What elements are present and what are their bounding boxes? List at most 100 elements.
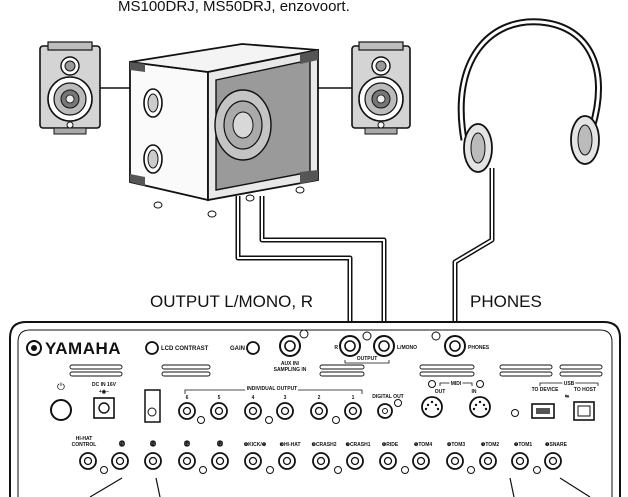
individual-output-2-jack[interactable] — [310, 402, 328, 420]
yamaha-logo: YAMAHA — [26, 339, 121, 358]
pad-15-label: ⓯ — [119, 440, 125, 448]
individual-output-6-jack[interactable] — [178, 402, 196, 420]
midi-out-port[interactable] — [421, 396, 443, 418]
screw-icon — [332, 416, 340, 424]
svg-text:2: 2 — [318, 395, 321, 401]
svg-text:4: 4 — [252, 395, 255, 401]
svg-text:3: 3 — [284, 395, 287, 401]
lcd-contrast-label: LCD CONTRAST — [161, 346, 209, 352]
screw-icon — [431, 331, 441, 341]
power-icon: ⏻ — [57, 382, 65, 393]
screw-icon — [100, 466, 108, 474]
gain-knob[interactable] — [246, 341, 260, 355]
lcd-contrast-knob[interactable] — [145, 341, 159, 355]
dc-in-jack[interactable] — [93, 397, 115, 419]
headphones-icon — [457, 18, 602, 173]
gain-label: GAIN — [230, 346, 245, 352]
screw-icon — [511, 409, 519, 417]
pad-tom3-jack[interactable] — [446, 452, 464, 470]
pad-15-jack[interactable] — [111, 452, 129, 470]
screw-icon — [199, 466, 207, 474]
pad-crash2-label: ❽CRASH2 — [311, 442, 336, 448]
pad-14-label: ⓮ — [150, 440, 156, 448]
pad-tom4-jack[interactable] — [412, 452, 430, 470]
output-l-mono-jack[interactable] — [373, 335, 395, 357]
individual-output-4-jack[interactable] — [244, 402, 262, 420]
screw-icon — [476, 380, 484, 388]
usb-to-device-label: TO DEVICE — [532, 387, 560, 393]
screw-icon — [265, 416, 273, 424]
midi-in-port[interactable] — [469, 396, 491, 418]
output-r-jack[interactable] — [339, 335, 361, 357]
screw-icon — [334, 466, 342, 474]
pad-kick-jack[interactable] — [244, 452, 262, 470]
output-l-label: L/MONO — [397, 345, 417, 351]
svg-text:YAMAHA: YAMAHA — [45, 339, 121, 358]
pad-12-label: ⓬ — [217, 440, 223, 448]
aux-in-label-2: SAMPLING IN — [274, 367, 307, 373]
midi-out-label: OUT — [435, 389, 446, 395]
pad-snare-jack[interactable] — [544, 452, 562, 470]
pad-kick-label: ❻KICK/❶ — [244, 442, 267, 448]
hihat-control-label: HI-HAT — [76, 436, 93, 442]
individual-output-5-jack[interactable] — [210, 402, 228, 420]
pad-tom3-label: ❹TOM3 — [447, 442, 466, 448]
individual-output-1-jack[interactable] — [344, 402, 362, 420]
digital-out-label: DIGITAL OUT — [372, 394, 403, 400]
screw-icon — [197, 416, 205, 424]
right-satellite-speaker-icon — [351, 41, 411, 135]
left-satellite-speaker-icon — [39, 41, 101, 135]
phones-jack[interactable] — [444, 335, 466, 357]
output-label: OUTPUT L/MONO, R — [150, 292, 313, 311]
usb-to-host-port[interactable] — [573, 401, 595, 421]
pad-tom2-label: ❸TOM2 — [481, 442, 500, 448]
aux-in-label: AUX IN/ — [281, 361, 300, 367]
pad-tom4-label: ❺TOM4 — [414, 442, 433, 448]
pad-tom1-jack[interactable] — [511, 452, 529, 470]
pad-crash1-label: ❼CRASH1 — [345, 442, 370, 448]
subwoofer-icon — [129, 43, 319, 218]
screw-icon — [467, 466, 475, 474]
individual-output-3-jack[interactable] — [276, 402, 294, 420]
aux-in-jack[interactable] — [279, 329, 309, 357]
pad-13-jack[interactable] — [178, 452, 196, 470]
pad-12-jack[interactable] — [211, 452, 229, 470]
pad-hihat-jack[interactable] — [278, 452, 296, 470]
hihat-control-label-2: CONTROL — [72, 442, 97, 448]
midi-label: MIDI — [451, 381, 462, 387]
dc-in-label: DC IN 16V — [92, 382, 117, 388]
screw-icon — [394, 399, 402, 407]
usb-icon: ⇆ — [565, 393, 570, 400]
midi-in-label: IN — [472, 389, 477, 395]
pad-hihat-label: ❾HI-HAT — [279, 442, 300, 448]
phones-label: PHONES — [470, 292, 542, 311]
pad-tom1-label: ❷TOM1 — [514, 442, 533, 448]
output-r-label: R — [334, 345, 338, 351]
pad-ride-jack[interactable] — [379, 452, 397, 470]
individual-output-jacks: 6 5 4 3 2 1 — [186, 395, 355, 401]
dc-in-polarity: +◉− — [99, 389, 109, 395]
pad-snare-label: ❶SNARE — [545, 442, 568, 448]
screw-icon — [533, 466, 541, 474]
cable-hook — [144, 389, 161, 423]
pad-crash1-jack[interactable] — [346, 452, 364, 470]
digital-out-jack[interactable] — [377, 403, 393, 419]
pad-14-jack[interactable] — [144, 452, 162, 470]
hihat-control-jack[interactable] — [79, 452, 97, 470]
usb-to-host-label: TO HOST — [574, 387, 596, 393]
screw-icon — [428, 380, 436, 388]
pad-ride-label: ❻RIDE — [382, 442, 399, 448]
vent-slots — [69, 364, 603, 377]
pad-tom2-jack[interactable] — [479, 452, 497, 470]
screw-icon — [362, 331, 372, 341]
pad-crash2-jack[interactable] — [312, 452, 330, 470]
phones-jack-label: PHONES — [468, 345, 490, 351]
usb-to-device-port[interactable] — [531, 403, 555, 419]
top-caption: MS100DRJ, MS50DRJ, enzovoort. — [118, 0, 350, 15]
individual-output-label: INDIVIDUAL OUTPUT — [247, 386, 297, 392]
power-switch[interactable] — [50, 399, 72, 421]
screw-icon — [266, 466, 274, 474]
pad-13-label: ⓭ — [184, 440, 190, 448]
output-bracket-label: OUTPUT — [357, 356, 378, 362]
